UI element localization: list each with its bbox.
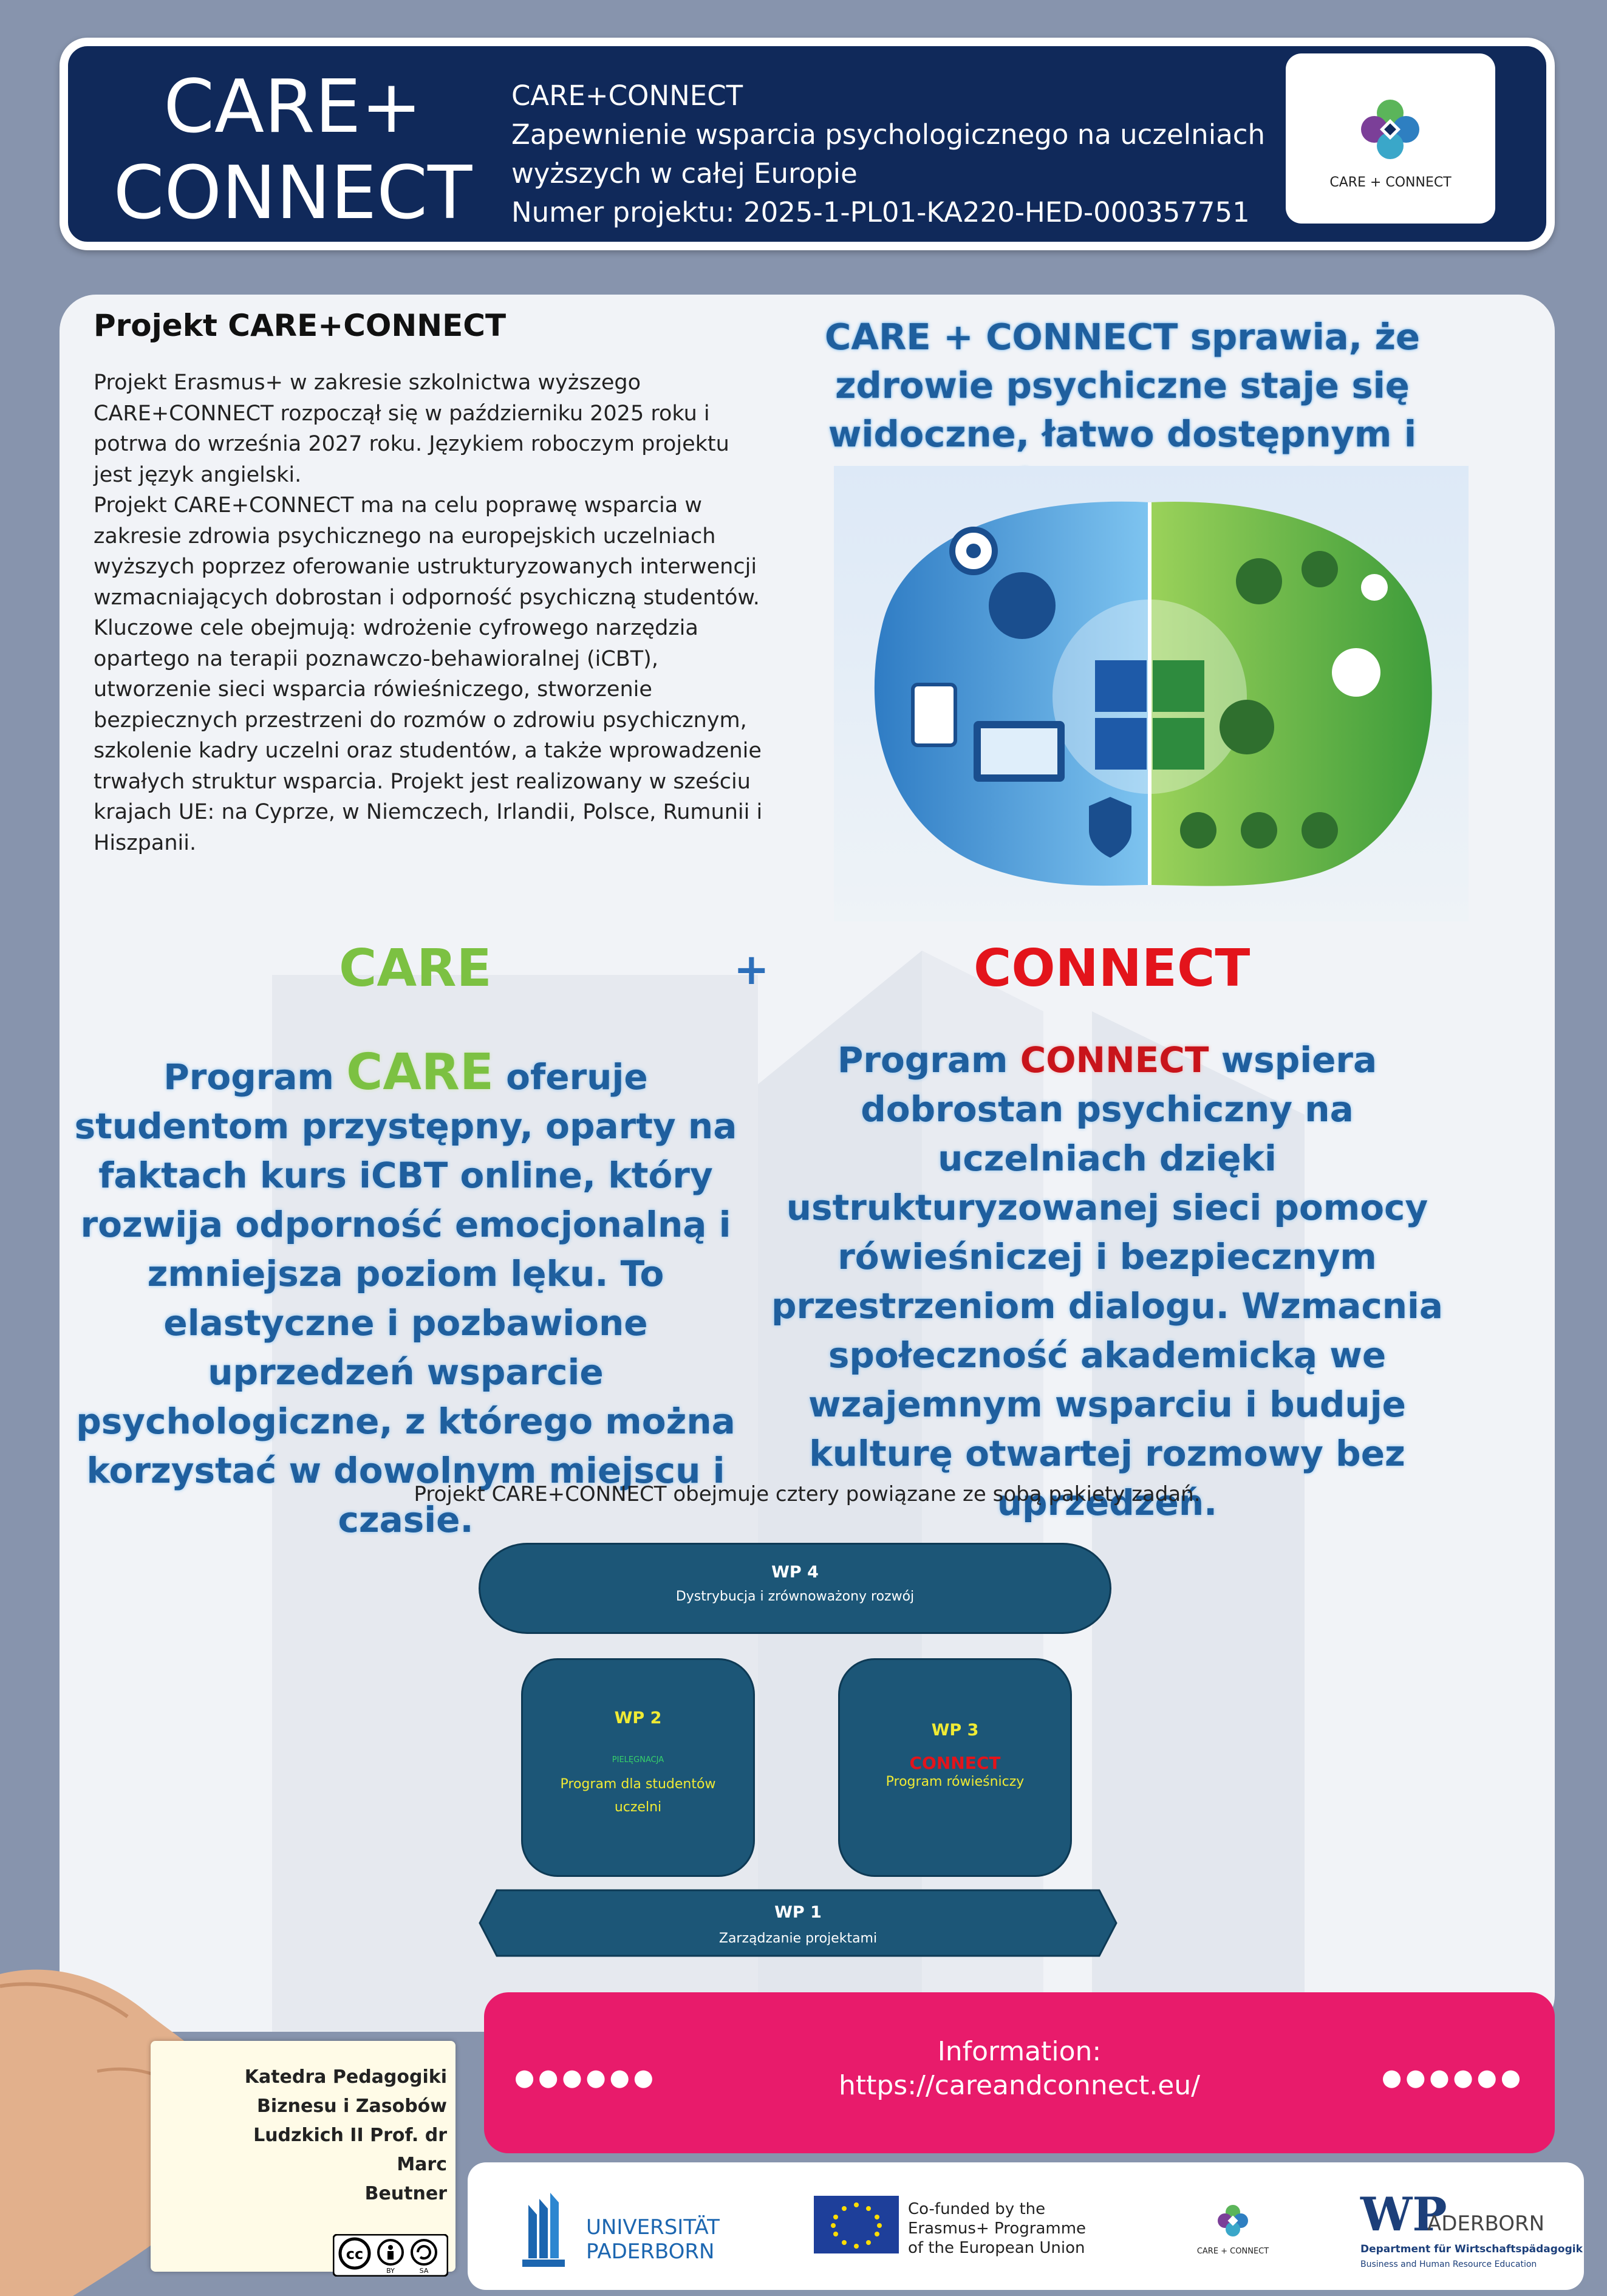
- creative-commons-badge: cc BY SA: [333, 2234, 448, 2277]
- project-subtitle-1: Zapewnienie wsparcia psychologicznego na…: [511, 118, 1266, 151]
- partner-logos-graphic: UNIVERSITÄT PADERBORN Co-funded by the E…: [522, 2187, 1583, 2269]
- connect-heading: CONNECT: [974, 938, 1250, 999]
- sa-icon: [411, 2239, 437, 2266]
- intro-paragraph-2: Projekt CARE+CONNECT ma na celu poprawę …: [94, 493, 760, 610]
- wp1-text: Zarządzanie projektami: [719, 1931, 877, 1946]
- wp4-number: WP 4: [771, 1563, 819, 1582]
- intro-text: Projekt Erasmus+ w zakresie szkolnictwa …: [94, 367, 768, 858]
- dots-right: ●●●●●●: [1382, 2064, 1524, 2091]
- wp-paderborn-department: Department für Wirtschaftspädagogik: [1360, 2243, 1583, 2255]
- connect-description: Program CONNECT wspiera dobrostan psychi…: [752, 1036, 1462, 1528]
- wp3-text: Program rówieśniczy: [885, 1774, 1025, 1789]
- wp2-label: PIELĘGNACJA: [612, 1755, 664, 1765]
- partner-logos: UNIVERSITÄT PADERBORN Co-funded by the E…: [468, 2162, 1584, 2290]
- care-heading: CARE: [339, 938, 492, 999]
- project-subtitle-2: wyższych w całej Europie: [511, 157, 858, 190]
- wp-paderborn-logo: WP: [1360, 2187, 1447, 2241]
- wp3-number: WP 3: [931, 1721, 979, 1740]
- brand-title: CARE+ CONNECT: [104, 64, 481, 237]
- upb-line-1: UNIVERSITÄT: [586, 2215, 720, 2240]
- contact-card-text: Katedra Pedagogiki Biznesu i Zasobów Lud…: [216, 2063, 447, 2209]
- wp3-box: WP 3 CONNECT Program rówieśniczy: [838, 1658, 1072, 1877]
- wp3-label: CONNECT: [909, 1753, 1001, 1773]
- connect-highlight: CONNECT: [1020, 1039, 1209, 1081]
- info-text: Information: https://careandconnect.eu/: [484, 2035, 1555, 2103]
- wp2-number: WP 2: [614, 1709, 662, 1727]
- care-connect-logo: CARE + CONNECT: [1286, 53, 1495, 224]
- upb-logo-icon: [522, 2193, 565, 2267]
- website-link[interactable]: https://careandconnect.eu/: [838, 2070, 1200, 2101]
- care-connect-small-logo-text: CARE + CONNECT: [1197, 2247, 1269, 2256]
- intro-paragraph-3: Kluczowe cele obejmują: wdrożenie cyfrow…: [94, 616, 763, 855]
- hand-image: [0, 1969, 200, 2296]
- intro-paragraph-1: Projekt Erasmus+ w zakresie szkolnictwa …: [94, 371, 729, 487]
- project-name: CARE+CONNECT: [511, 80, 743, 112]
- cc-icon: [338, 2237, 371, 2270]
- logo-text: CARE + CONNECT: [1329, 175, 1452, 190]
- care-highlight: CARE: [346, 1044, 494, 1101]
- eu-line-3: of the European Union: [908, 2239, 1085, 2257]
- connect-text: wspiera dobrostan psychiczny na uczelnia…: [771, 1039, 1444, 1523]
- section-title: Projekt CARE+CONNECT: [94, 308, 507, 343]
- svg-text:cc: cc: [346, 2246, 363, 2263]
- cc-sa-label: SA: [420, 2267, 429, 2275]
- main-panel: Projekt CARE+CONNECT Projekt Erasmus+ w …: [60, 295, 1555, 2032]
- brand-line-2: CONNECT: [113, 151, 473, 236]
- upb-line-2: PADERBORN: [586, 2240, 714, 2264]
- care-description: Program CARE oferuje studentom przystępn…: [60, 1048, 752, 1545]
- work-packages-intro: Projekt CARE+CONNECT obejmuje cztery pow…: [414, 1482, 1201, 1506]
- mental-health-illustration: [834, 466, 1469, 921]
- connect-prefix: Program: [837, 1039, 1020, 1081]
- wp2-box: WP 2 PIELĘGNACJA Program dla studentów u…: [521, 1658, 755, 1877]
- wp1-number: WP 1: [774, 1903, 822, 1922]
- wp-paderborn-subtitle: Business and Human Resource Education: [1360, 2260, 1537, 2269]
- wp4-box: WP 4 Dystrybucja i zrównoważony rozwój: [479, 1543, 1111, 1634]
- dots-left: ●●●●●●: [514, 2064, 657, 2091]
- card-line-1: Katedra Pedagogiki: [244, 2066, 447, 2088]
- brand-line-1: CARE+: [163, 65, 422, 149]
- care-connect-logo-icon: [1361, 100, 1419, 159]
- card-line-2: Biznesu i Zasobów: [257, 2096, 447, 2117]
- contact-card: Katedra Pedagogiki Biznesu i Zasobów Lud…: [151, 2041, 455, 2272]
- header-banner: CARE+ CONNECT CARE+CONNECT Zapewnienie w…: [60, 38, 1555, 250]
- wp2-text: Program dla studentów uczelni: [560, 1777, 716, 1815]
- eu-line-1: Co-funded by the: [908, 2200, 1045, 2218]
- cc-by-label: BY: [386, 2267, 395, 2275]
- wp1-box: WP 1 Zarządzanie projektami: [479, 1889, 1117, 1957]
- plus-sign: +: [734, 945, 769, 994]
- card-line-4: Beutner: [364, 2183, 447, 2204]
- eu-line-2: Erasmus+ Programme: [908, 2219, 1086, 2238]
- wp4-text: Dystrybucja i zrównoważony rozwój: [675, 1589, 915, 1604]
- care-text: oferuje studentom przystępny, oparty na …: [74, 1056, 737, 1540]
- care-prefix: Program: [163, 1056, 347, 1098]
- project-number: Numer projektu: 2025-1-PL01-KA220-HED-00…: [511, 196, 1250, 228]
- info-banner: ●●●●●● Information: https://careandconne…: [484, 1992, 1555, 2153]
- card-line-3: Ludzkich II Prof. dr Marc: [253, 2125, 447, 2175]
- info-label: Information:: [937, 2036, 1102, 2067]
- illustration-graphic: [874, 501, 1432, 886]
- project-info: CARE+CONNECT Zapewnienie wsparcia psycho…: [511, 77, 1265, 232]
- care-connect-small-logo-icon: [1218, 2205, 1248, 2236]
- wp-paderborn-text: ADERBORN: [1427, 2212, 1544, 2236]
